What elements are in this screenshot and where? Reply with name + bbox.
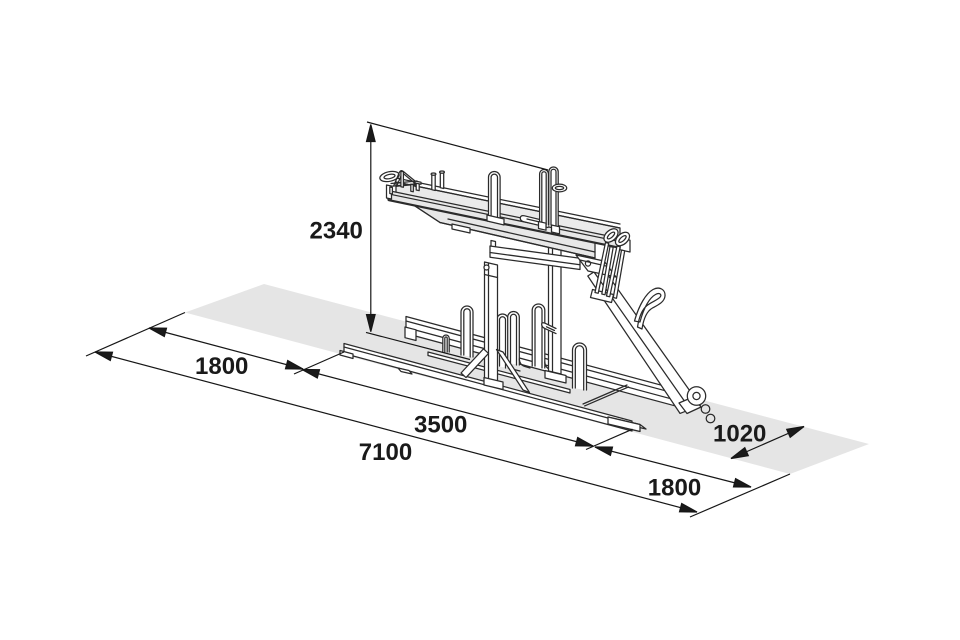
svg-text:1020: 1020 xyxy=(713,420,766,447)
svg-text:7100: 7100 xyxy=(359,439,412,466)
svg-text:1800: 1800 xyxy=(648,474,701,501)
svg-text:3500: 3500 xyxy=(414,412,467,439)
svg-text:1800: 1800 xyxy=(195,353,248,380)
svg-text:2340: 2340 xyxy=(310,218,363,245)
